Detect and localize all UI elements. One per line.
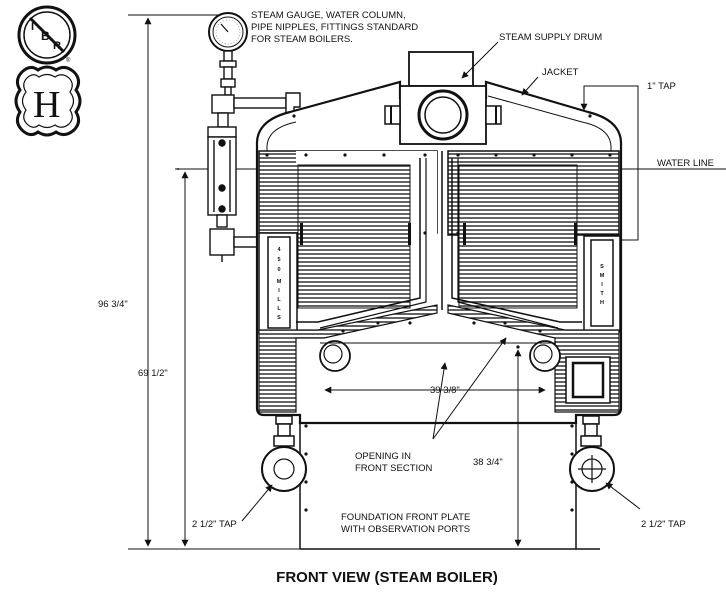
left-nameplate-char: 4 bbox=[277, 247, 281, 253]
water-line-label: WATER LINE bbox=[657, 158, 714, 169]
opening-width-value: 39 3/8" bbox=[430, 385, 460, 396]
ibr-logo-b: B bbox=[41, 29, 50, 43]
ibr-logo-r: R bbox=[53, 40, 61, 52]
steam-gauge bbox=[208, 12, 248, 52]
rivets bbox=[265, 114, 612, 512]
right-nameplate-char: I bbox=[601, 282, 603, 288]
right-nameplate-char: S bbox=[600, 264, 604, 270]
jacket-label: JACKET bbox=[542, 67, 579, 78]
right-observation-port bbox=[529, 340, 561, 372]
water-line-height-value: 69 1/2" bbox=[138, 368, 168, 379]
right-tap-label: 2 1/2" TAP bbox=[641, 519, 686, 530]
left-tap-label: 2 1/2" TAP bbox=[192, 519, 237, 530]
dimension-overall-height bbox=[128, 14, 300, 550]
one-inch-tap-label: 1" TAP bbox=[647, 81, 676, 92]
ibr-logo: I B R ® bbox=[17, 5, 77, 65]
left-drain-tap bbox=[261, 415, 307, 492]
one-inch-tap-leader bbox=[580, 85, 639, 241]
gauge-note-line2: PIPE NIPPLES, FITTINGS STANDARD bbox=[251, 22, 418, 33]
foundation-label-line1: FOUNDATION FRONT PLATE bbox=[341, 512, 470, 523]
right-nameplate-char: T bbox=[600, 291, 604, 297]
right-nameplate: S M I T H bbox=[590, 239, 614, 327]
left-observation-port bbox=[319, 340, 351, 372]
dimension-opening-width bbox=[320, 342, 556, 394]
left-nameplate-char: S bbox=[277, 315, 281, 321]
steam-supply-drum bbox=[384, 51, 502, 145]
gauge-note-line3: FOR STEAM BOILERS. bbox=[251, 34, 353, 45]
left-nameplate: 4 5 0 M I L L S bbox=[267, 236, 291, 329]
opening-label-line1: OPENING IN bbox=[355, 451, 411, 462]
steam-supply-drum-label: STEAM SUPPLY DRUM bbox=[499, 32, 602, 43]
left-nameplate-char: 0 bbox=[277, 267, 280, 273]
water-column-piping bbox=[207, 50, 301, 262]
left-nameplate-char: 5 bbox=[277, 257, 280, 263]
h-stamp-letter: H bbox=[33, 84, 60, 126]
right-nameplate-char: M bbox=[600, 273, 605, 279]
foundation-label-line2: WITH OBSERVATION PORTS bbox=[341, 524, 470, 535]
right-boiler-section bbox=[447, 150, 621, 413]
right-drain-tap bbox=[569, 415, 615, 492]
dimension-water-line-height bbox=[177, 168, 189, 547]
overall-height-value: 96 3/4" bbox=[98, 299, 128, 310]
left-nameplate-char: L bbox=[277, 297, 281, 303]
drawing-caption: FRONT VIEW (STEAM BOILER) bbox=[276, 569, 498, 586]
opening-height-value: 38 3/4" bbox=[473, 457, 503, 468]
gauge-note-line1: STEAM GAUGE, WATER COLUMN, bbox=[251, 10, 406, 21]
foundation-front-plate bbox=[299, 423, 600, 550]
left-nameplate-char: M bbox=[277, 279, 282, 285]
left-nameplate-char: I bbox=[278, 288, 280, 294]
left-nameplate-char: L bbox=[277, 306, 281, 312]
ibr-logo-i: I bbox=[31, 21, 34, 33]
h-stamp-logo: H bbox=[14, 65, 82, 137]
ibr-registered-mark: ® bbox=[66, 57, 71, 64]
right-nameplate-char: H bbox=[600, 300, 604, 306]
label-leaders bbox=[241, 41, 641, 522]
opening-label-line2: FRONT SECTION bbox=[355, 463, 433, 474]
